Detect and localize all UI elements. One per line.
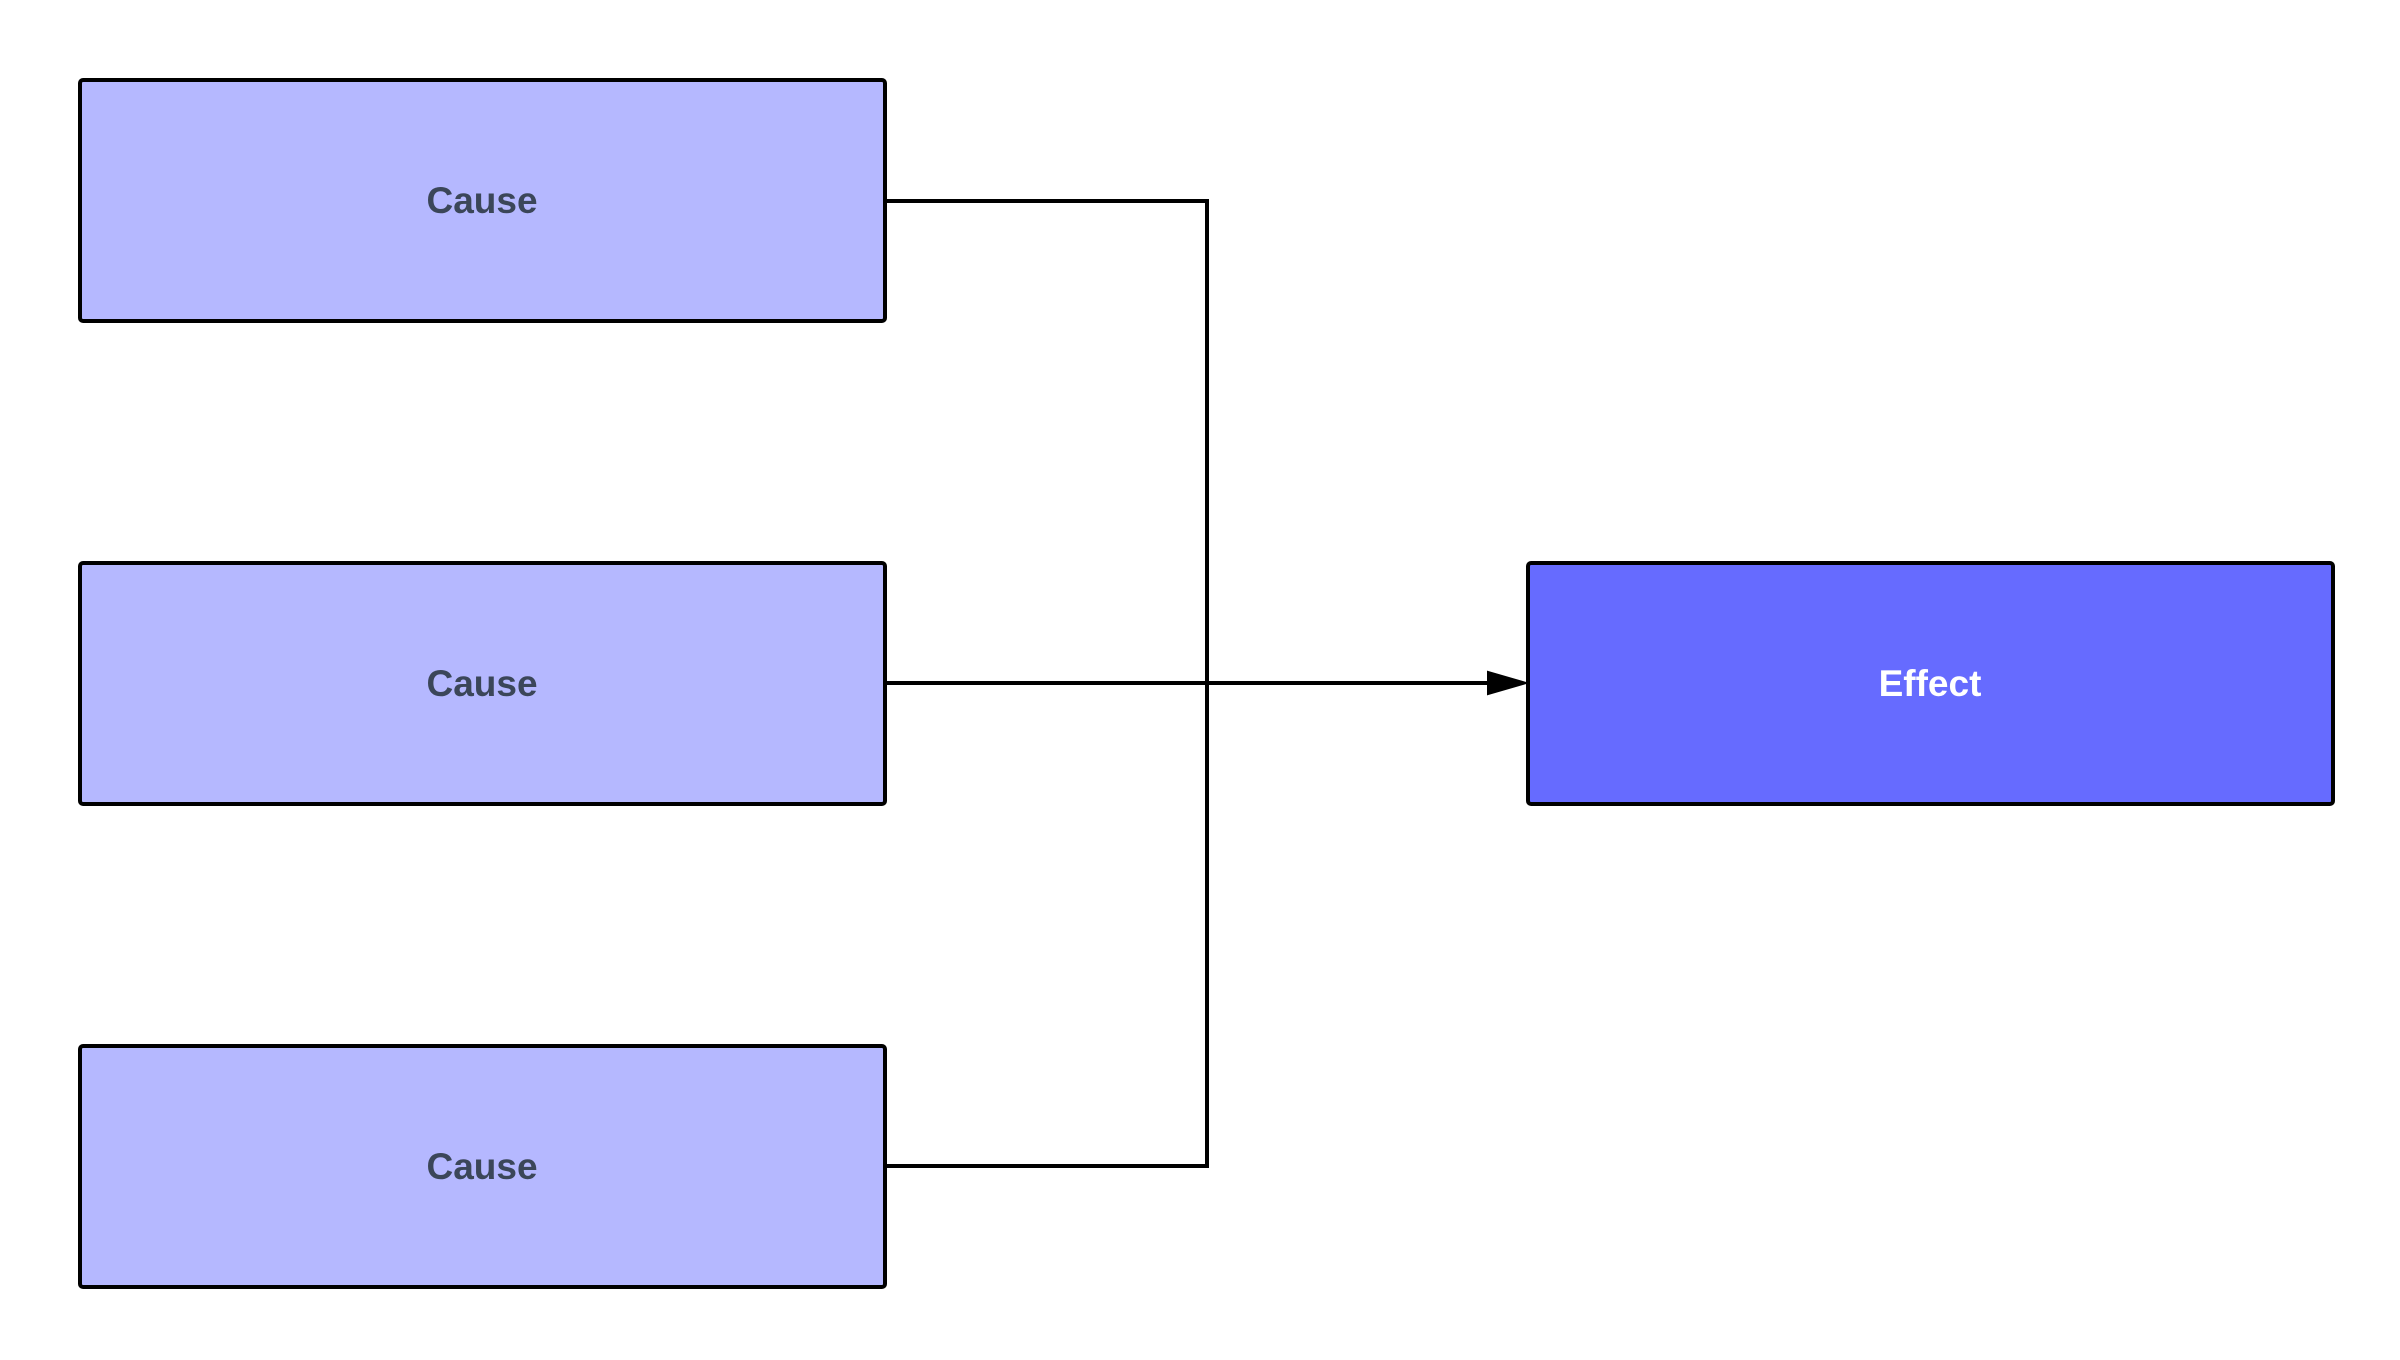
- cause-node-2[interactable]: Cause: [78, 561, 887, 806]
- connector-cause-1: [886, 199, 1209, 683]
- arrow-head: [1487, 670, 1530, 696]
- connectors: [886, 199, 1530, 1168]
- cause-label: Cause: [426, 663, 537, 704]
- effect-label: Effect: [1879, 663, 1982, 704]
- cause-box: [78, 561, 887, 806]
- cause-node-3[interactable]: Cause: [78, 1044, 887, 1289]
- effect-node[interactable]: Effect: [1526, 561, 2335, 806]
- cause-box: [78, 1044, 887, 1289]
- cause-label: Cause: [426, 180, 537, 221]
- cause-box: [78, 78, 887, 323]
- cause-label: Cause: [426, 1146, 537, 1187]
- cause-node-1[interactable]: Cause: [78, 78, 887, 323]
- connector-cause-3: [886, 683, 1209, 1168]
- effect-box: [1526, 561, 2335, 806]
